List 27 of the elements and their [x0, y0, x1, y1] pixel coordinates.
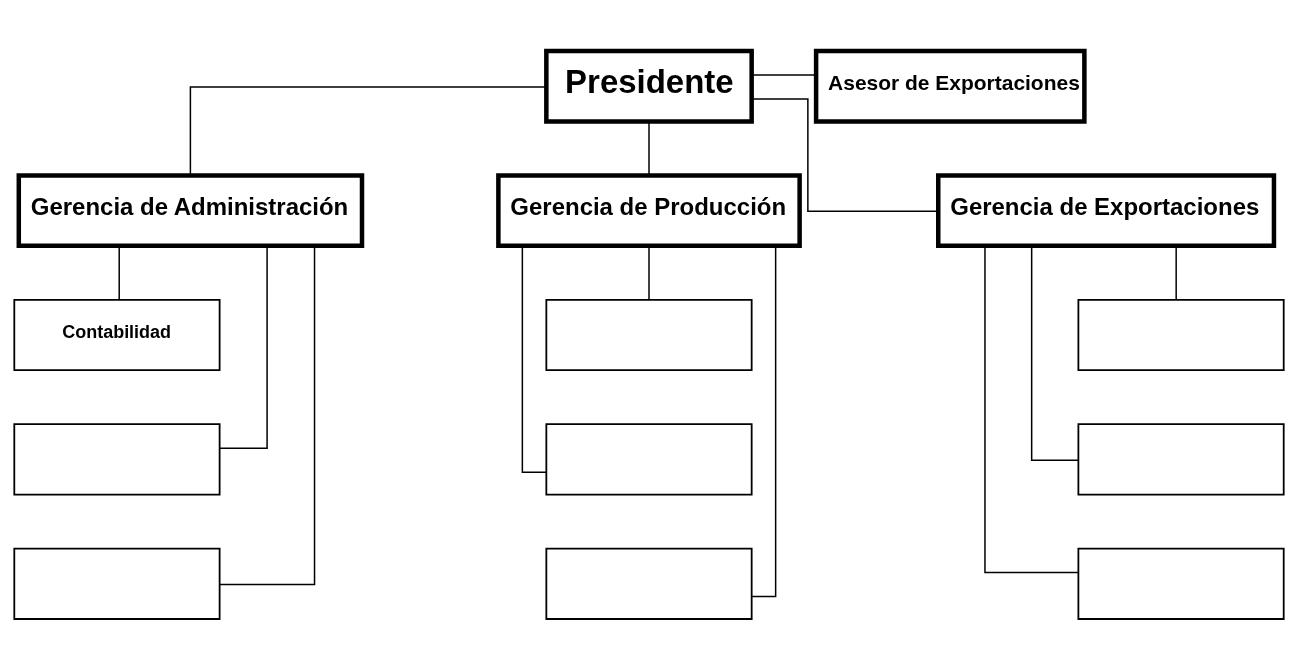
connector: [1175, 245, 1177, 301]
node-box: [13, 423, 221, 496]
connector: [751, 245, 777, 598]
connector: [751, 74, 817, 76]
node-box: [545, 547, 753, 620]
node-box: [1077, 298, 1285, 372]
node-box: [545, 423, 753, 496]
connector: [648, 120, 650, 176]
node-box: Gerencia de Administración: [16, 173, 365, 249]
connector: [984, 245, 1079, 574]
connector: [521, 245, 547, 473]
connector: [118, 245, 120, 301]
node-box: Gerencia de Exportaciones: [936, 173, 1277, 249]
node-box: Asesor de Exportaciones: [813, 48, 1087, 124]
node-box: Gerencia de Producción: [496, 173, 802, 249]
connector: [648, 245, 650, 301]
node-box: [545, 298, 753, 372]
node-box: [1077, 547, 1285, 620]
connector: [219, 245, 316, 586]
node-box: Contabilidad: [13, 298, 221, 372]
connector: [1030, 245, 1079, 461]
connector: [189, 86, 547, 176]
node-box: [13, 547, 221, 620]
connector: [751, 98, 939, 213]
node-box: Presidente: [544, 48, 754, 124]
connector: [219, 245, 268, 449]
node-box: [1077, 423, 1285, 496]
